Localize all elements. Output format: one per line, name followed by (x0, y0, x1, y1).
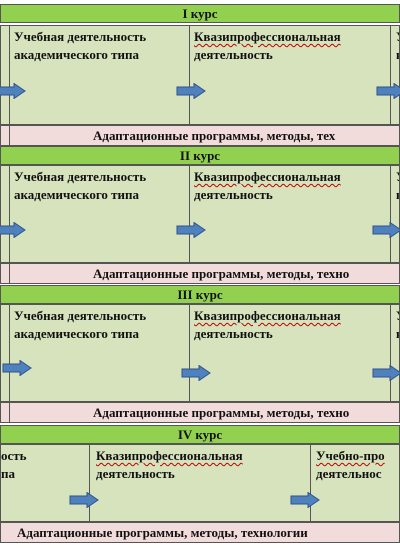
course-title-3: III курс (177, 287, 223, 302)
quasi-line-2: деятельность (194, 187, 273, 202)
activity-cell-quasiprofessional: Квазипрофессиональная деятельность (190, 26, 391, 124)
studypro-line-1: У (396, 168, 399, 186)
academic-text: Учебная деятельность академического типа (14, 28, 187, 64)
cell-left-edge (1, 166, 10, 262)
footer-text-1: Адаптационные программы, методы, тех (93, 128, 336, 143)
course-header-3: III курс (0, 285, 400, 304)
footer-divider (9, 264, 10, 283)
arrow-right-icon (0, 222, 26, 238)
academic-line-1: ость (1, 448, 27, 463)
activity-cell-quasiprofessional: Квазипрофессиональная деятельность (90, 445, 311, 521)
academic-line-1: Учебная деятельность (14, 169, 147, 184)
activity-cell-study-professional: Учебно-про деятельнос (311, 445, 399, 521)
footer-row-1: Адаптационные программы, методы, тех (0, 125, 400, 146)
quasi-text: Квазипрофессиональная деятельность (96, 447, 308, 483)
quasi-line-1: Квазипрофессиональная (194, 169, 341, 184)
arrow-right-icon (2, 360, 32, 376)
academic-line-2: академического типа (14, 47, 140, 62)
activity-cell-academic: ость па (1, 445, 90, 521)
quasi-text: Квазипрофессиональная деятельность (194, 168, 388, 204)
cell-left-edge (1, 26, 10, 124)
arrow-right-icon (376, 83, 400, 99)
studypro-text: Учебно-про деятельнос (316, 447, 399, 483)
academic-text: Учебная деятельность академического типа (14, 168, 187, 204)
activity-row-2: Учебная деятельность академического типа… (0, 165, 400, 263)
course-title-2: II курс (179, 148, 221, 163)
footer-text-3: Адаптационные программы, методы, техно (93, 405, 350, 420)
arrow-right-icon (176, 222, 206, 238)
quasi-line-1: Квазипрофессиональная (194, 29, 341, 44)
footer-divider (9, 126, 10, 145)
quasi-text: Квазипрофессиональная деятельность (194, 28, 388, 64)
course-title-4: IV курс (177, 427, 223, 442)
arrow-right-icon (0, 83, 26, 99)
studypro-line-1: У (396, 28, 399, 46)
activity-cell-academic: Учебная деятельность академического типа (10, 26, 190, 124)
quasi-line-2: деятельность (194, 47, 273, 62)
footer-text-4: Адаптационные программы, методы, техноло… (17, 525, 308, 540)
quasi-line-2: деятельность (96, 466, 175, 481)
activity-cell-study-professional: У к (391, 305, 399, 401)
activity-cell-study-professional: У к (391, 166, 399, 262)
footer-row-2: Адаптационные программы, методы, техно (0, 263, 400, 284)
studypro-text: У к (396, 307, 399, 343)
activity-cell-academic: Учебная деятельность академического типа (10, 305, 190, 401)
quasi-text: Квазипрофессиональная деятельность (194, 307, 388, 343)
footer-row-4: Адаптационные программы, методы, техноло… (0, 522, 400, 543)
course-title-1: I курс (182, 6, 218, 21)
quasi-line-2: деятельность (194, 326, 273, 341)
studypro-line-2: деятельнос (316, 466, 382, 481)
activity-cell-quasiprofessional: Квазипрофессиональная деятельность (190, 305, 391, 401)
activity-row-1: Учебная деятельность академического типа… (0, 25, 400, 125)
academic-text: ость па (1, 447, 87, 483)
academic-text: Учебная деятельность академического типа (14, 307, 187, 343)
academic-line-2: па (1, 466, 15, 481)
studypro-line-2: к (396, 186, 399, 204)
quasi-line-1: Квазипрофессиональная (194, 308, 341, 323)
activity-cell-study-professional: У к (391, 26, 399, 124)
academic-line-2: академического типа (14, 326, 140, 341)
academic-line-2: академического типа (14, 187, 140, 202)
arrow-right-icon (372, 365, 400, 381)
course-header-4: IV курс (0, 425, 400, 444)
studypro-line-1: У (396, 307, 399, 325)
arrow-right-icon (176, 83, 206, 99)
activity-row-3: Учебная деятельность академического типа… (0, 304, 400, 402)
studypro-line-2: к (396, 46, 399, 64)
footer-row-3: Адаптационные программы, методы, техно (0, 402, 400, 423)
arrow-right-icon (69, 492, 99, 508)
academic-line-1: Учебная деятельность (14, 29, 147, 44)
footer-text-2: Адаптационные программы, методы, техно (93, 266, 350, 281)
activity-cell-academic: Учебная деятельность академического типа (10, 166, 190, 262)
cell-left-edge (1, 305, 10, 401)
arrow-right-icon (181, 365, 211, 381)
footer-divider (9, 403, 10, 422)
studypro-line-1: Учебно-про (316, 448, 385, 463)
activity-row-4: ость па Квазипрофессиональная деятельнос… (0, 444, 400, 522)
course-header-1: I курс (0, 4, 400, 23)
course-header-2: II курс (0, 146, 400, 165)
studypro-text: У к (396, 168, 399, 204)
studypro-line-2: к (396, 325, 399, 343)
studypro-text: У к (396, 28, 399, 64)
activity-cell-quasiprofessional: Квазипрофессиональная деятельность (190, 166, 391, 262)
academic-line-1: Учебная деятельность (14, 308, 147, 323)
arrow-right-icon (372, 222, 400, 238)
arrow-right-icon (290, 492, 320, 508)
quasi-line-1: Квазипрофессиональная (96, 448, 243, 463)
